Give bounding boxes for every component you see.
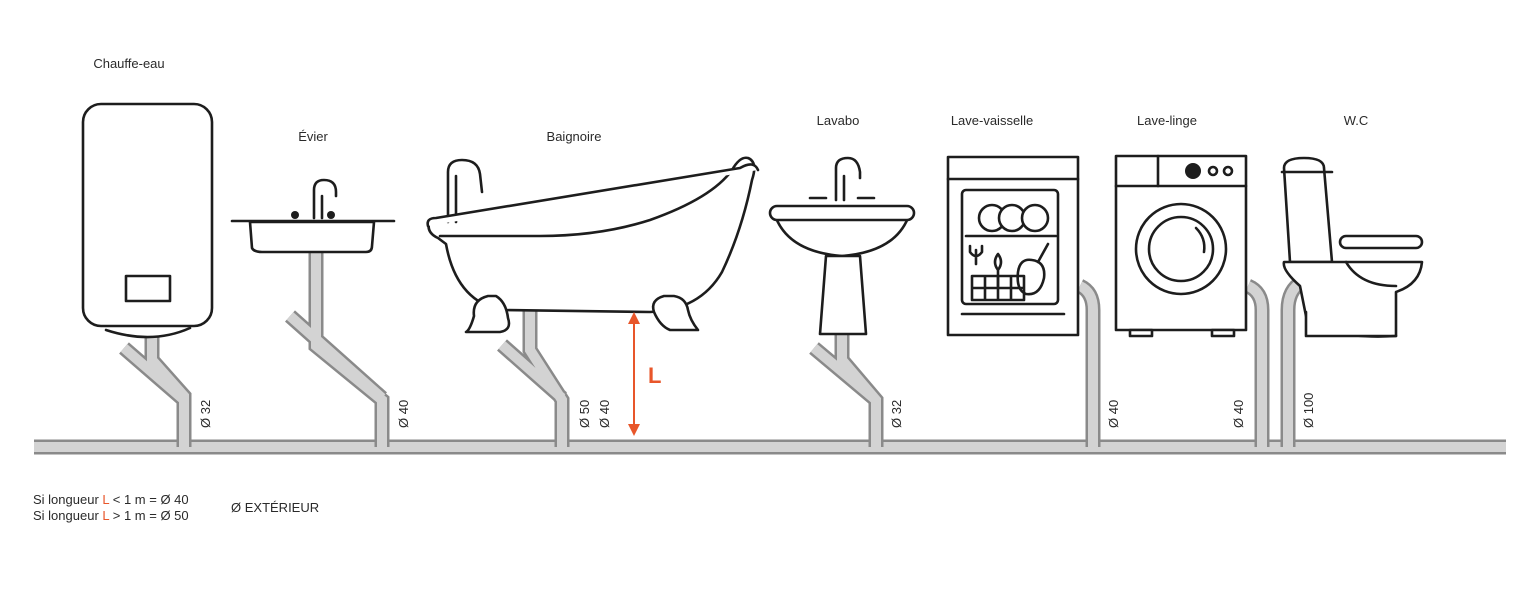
label-bathtub: Baignoire (547, 129, 602, 144)
pipe-sink (285, 252, 390, 447)
diameter-washing-machine: Ø 40 (1231, 400, 1246, 428)
water-heater-icon (81, 102, 214, 339)
dishwasher-icon (946, 155, 1080, 337)
label-washbasin: Lavabo (817, 113, 860, 128)
diameter-sink: Ø 40 (396, 400, 411, 428)
label-washing-machine: Lave-linge (1137, 113, 1197, 128)
label-wc: W.C (1344, 113, 1369, 128)
pipe-washing-machine (1244, 279, 1270, 447)
kitchen-sink-icon (230, 178, 396, 254)
diameter-water-heater: Ø 32 (198, 400, 213, 428)
bathtub-icon (426, 156, 760, 334)
drain-pipes (34, 252, 1506, 455)
diameter-bathtub-b: Ø 40 (597, 400, 612, 428)
washbasin-icon (768, 156, 916, 336)
pipe-water-heater (119, 330, 192, 447)
label-sink: Évier (298, 129, 328, 144)
legend-rules: Si longueur L < 1 m = Ø 40 Si longueur L… (33, 492, 189, 524)
label-dishwasher: Lave-vaisselle (951, 113, 1033, 128)
legend-rule-short: Si longueur L < 1 m = Ø 40 (33, 492, 189, 507)
pipe-wc (1280, 275, 1307, 447)
diameter-washbasin: Ø 32 (889, 400, 904, 428)
wc-icon (1280, 156, 1424, 338)
diameter-wc: Ø 100 (1301, 393, 1316, 428)
washing-machine-icon (1114, 154, 1248, 338)
pipe-bathtub (497, 310, 570, 447)
legend-outer-diameter-note: Ø EXTÉRIEUR (231, 500, 320, 515)
pipe-washbasin (809, 330, 884, 447)
diameter-bathtub-a: Ø 50 (577, 400, 592, 428)
length-marker-label: L (648, 363, 661, 388)
legend-rule-long: Si longueur L > 1 m = Ø 50 (33, 508, 189, 523)
pipe-dishwasher (1076, 279, 1101, 447)
length-dimension-arrow (628, 312, 640, 436)
label-water-heater: Chauffe-eau (93, 56, 164, 71)
diameter-dishwasher: Ø 40 (1106, 400, 1121, 428)
